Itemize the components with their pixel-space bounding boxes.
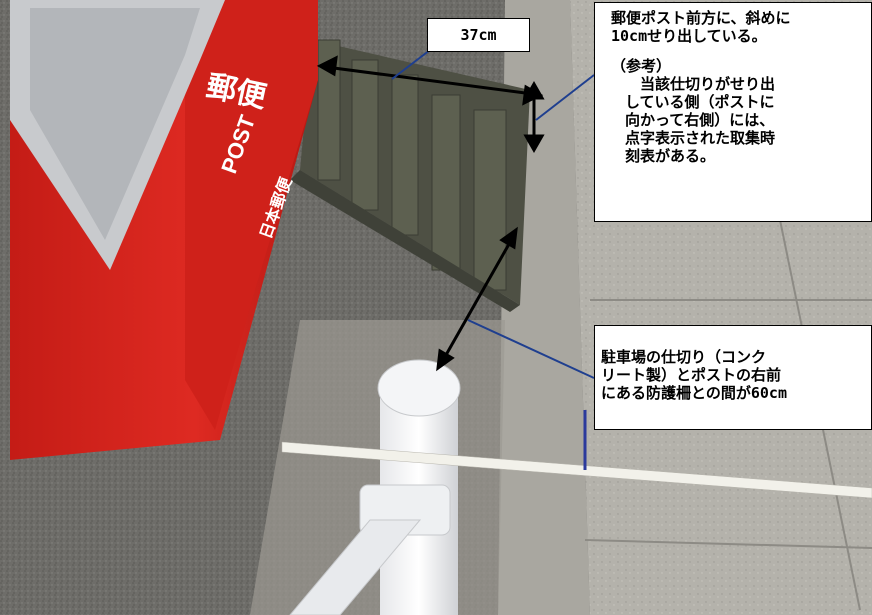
note-line: 駐車場の仕切り（コンク: [601, 348, 767, 366]
measuring-tape: [281, 441, 872, 499]
partition-ribs: [317, 39, 507, 291]
note-line: （参考）: [611, 57, 672, 75]
note-line: 郵便ポスト前方に、斜めに: [611, 9, 791, 27]
callout-note-bottom: 駐車場の仕切り（コンクリート製）とポストの右前にある防護柵との間が60cm: [594, 325, 872, 430]
note-line: [611, 45, 867, 57]
measure-label-37cm: 37cm: [427, 18, 530, 52]
note-line: 刻表がある。: [625, 147, 716, 165]
mailbox-front: [185, 0, 318, 430]
guard-post-cap: [377, 359, 461, 417]
note-line: している側（ポストに: [625, 93, 775, 111]
note-line: 向かって右側）には、: [625, 111, 775, 129]
note-line: 10cmせり出している。: [611, 27, 767, 45]
note-line: にある防護柵との間が60cm: [601, 384, 787, 402]
note-line: 点字表示された取集時: [625, 129, 776, 147]
note-line: リート製）とポストの右前: [601, 366, 782, 384]
measurement-arrows: [316, 55, 545, 372]
note-line: 当該仕切りがせり出: [625, 75, 776, 93]
guard-rail: [289, 519, 422, 615]
leader-lines: [391, 49, 595, 379]
